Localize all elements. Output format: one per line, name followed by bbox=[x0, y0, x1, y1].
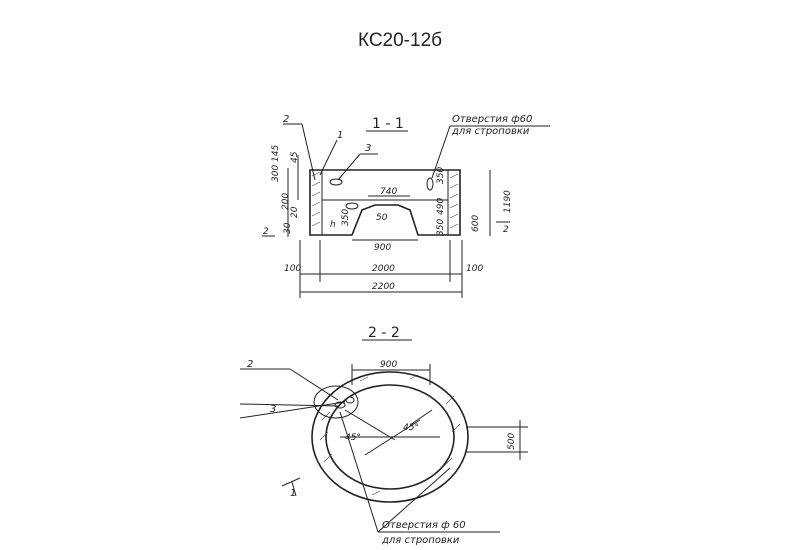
dim-45: 45 bbox=[290, 151, 300, 163]
angle-left: 45° bbox=[345, 433, 361, 443]
hole-note-1-line1: Отверстия ф60 bbox=[452, 114, 532, 125]
dim-100-left: 100 bbox=[284, 264, 301, 274]
dim-30: 30 bbox=[283, 222, 293, 234]
detail-circle bbox=[313, 385, 359, 419]
dim-600: 600 bbox=[471, 215, 481, 232]
wall-outline bbox=[309, 169, 461, 236]
dim-2200: 2200 bbox=[372, 282, 395, 292]
dim-900-s2: 900 bbox=[380, 360, 397, 370]
ring-inner bbox=[325, 384, 455, 490]
ring-outer bbox=[311, 371, 469, 503]
callout-2: 2 bbox=[283, 114, 289, 125]
cut-mark-1: 1 bbox=[290, 488, 296, 499]
callout-1: 1 bbox=[337, 130, 343, 141]
drawing-title: КС20-12б bbox=[357, 30, 443, 51]
section-1-1-label: 1 - 1 bbox=[372, 116, 404, 132]
dim-h: h bbox=[330, 220, 336, 230]
dim-20: 20 bbox=[290, 206, 300, 218]
dim-145: 145 bbox=[271, 145, 281, 162]
section-2-2: 2 - 2 45° 45° 900 500 bbox=[239, 325, 528, 546]
angle-right: 45° bbox=[403, 423, 419, 433]
callout-3-s2: 3 bbox=[270, 404, 276, 415]
dim-2000: 2000 bbox=[372, 264, 395, 274]
hole-note-1-line2: для строповки bbox=[451, 126, 530, 137]
section-1-1: 1 - 1 2 1 3 Отверсти bbox=[262, 114, 550, 298]
dim-2-right: 2 bbox=[503, 225, 509, 235]
hole-left bbox=[329, 178, 343, 186]
callout-3: 3 bbox=[365, 143, 371, 154]
dim-200: 200 bbox=[281, 193, 291, 210]
hole-inner bbox=[345, 202, 359, 210]
callout-2-s2: 2 bbox=[247, 359, 253, 370]
dim-50: 50 bbox=[376, 213, 388, 223]
dim-740: 740 bbox=[380, 187, 397, 197]
dim-100-right: 100 bbox=[466, 264, 483, 274]
dim-1190: 1190 bbox=[503, 190, 513, 213]
dim-350-inner: 350 bbox=[341, 209, 351, 226]
section-2-2-label: 2 - 2 bbox=[368, 325, 400, 341]
hole-note-2-line1: Отверстия ф 60 bbox=[382, 520, 466, 531]
dim-350-bottom: 350 bbox=[436, 219, 446, 236]
dim-350-top: 350 bbox=[436, 167, 446, 184]
dim-900-s1: 900 bbox=[374, 243, 391, 253]
dim-490: 490 bbox=[436, 198, 446, 215]
dim-300: 300 bbox=[271, 165, 281, 182]
hole-right bbox=[426, 177, 434, 191]
dim-500: 500 bbox=[507, 433, 517, 450]
hole-note-2-line2: для строповки bbox=[381, 535, 460, 546]
dim-2-left: 2 bbox=[263, 227, 269, 237]
